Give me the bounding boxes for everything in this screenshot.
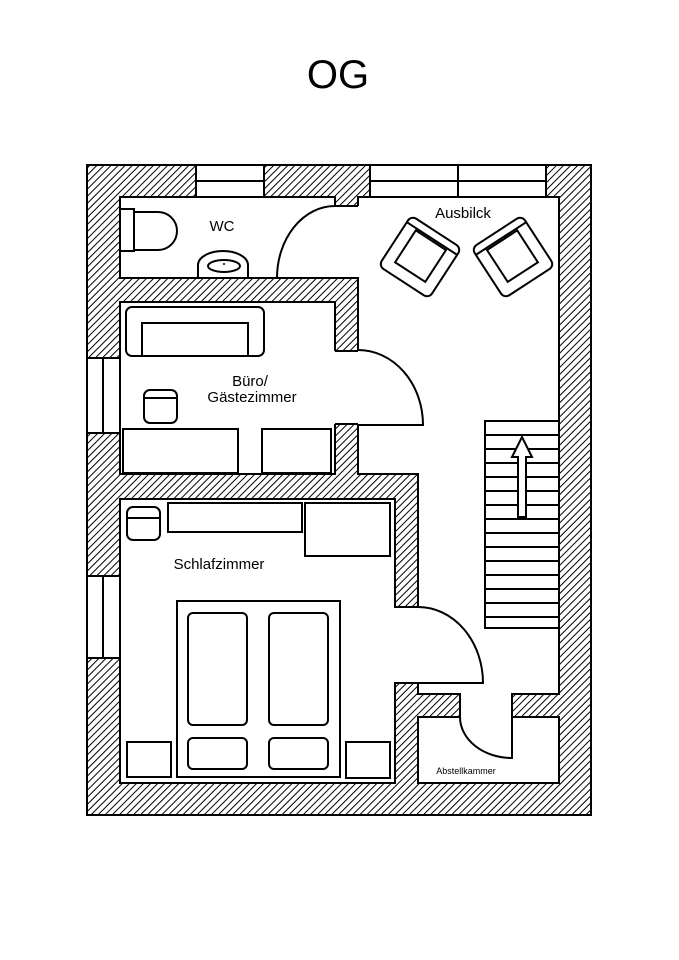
label-schlafzimmer: Schlafzimmer <box>174 556 265 573</box>
stool-schlafzimmer <box>126 506 161 541</box>
abstellkammer-door[interactable] <box>459 716 513 760</box>
nightstand-right <box>345 741 391 779</box>
label-wc: WC <box>210 218 235 235</box>
sink <box>197 250 249 279</box>
stool-buero <box>143 389 178 424</box>
doors <box>276 205 513 760</box>
dresser <box>167 502 303 533</box>
desk-left <box>122 428 239 474</box>
window-ausblick <box>369 164 547 198</box>
wc-door[interactable] <box>276 205 336 279</box>
double-bed <box>176 600 341 778</box>
label-ausblick: Ausbilck <box>435 205 491 222</box>
armchair-left <box>379 216 461 298</box>
window-buero <box>86 357 121 434</box>
buero-door-opening <box>333 351 360 424</box>
label-abstellkammer: Abstellkammer <box>436 766 496 776</box>
abstell-door-opening <box>461 692 511 719</box>
staircase <box>484 420 560 629</box>
label-buero-2: Gästezimmer <box>207 389 296 406</box>
stairs-up-arrow-icon <box>510 434 534 518</box>
buero-door[interactable] <box>357 349 425 426</box>
desk-right <box>261 428 332 474</box>
toilet <box>119 208 178 252</box>
label-buero-1: Büro/ <box>232 373 269 390</box>
schlafzimmer-door-opening <box>393 608 420 682</box>
window-wc <box>195 164 265 198</box>
window-schlafzimmer <box>86 575 121 659</box>
wardrobe <box>304 502 391 557</box>
nightstand-left <box>126 741 172 778</box>
floor-title: OG <box>307 53 369 97</box>
armchair-right <box>472 216 554 298</box>
wc-door-opening <box>333 206 360 277</box>
room-abstellkammer <box>417 716 560 784</box>
windows <box>86 164 547 659</box>
schlafzimmer-door[interactable] <box>417 606 485 684</box>
sofa <box>125 306 265 357</box>
